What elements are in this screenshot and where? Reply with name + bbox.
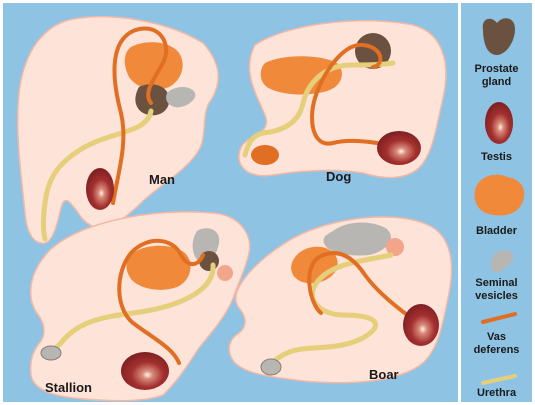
- boar-testis: [403, 304, 439, 346]
- legend-seminal-vesicle-icon: [490, 250, 513, 272]
- legend-prostate-line2: gland: [461, 76, 532, 89]
- legend-prostate-label: Prostate gland: [461, 63, 532, 89]
- boar-diagram: [229, 217, 451, 383]
- dog-testis: [377, 131, 421, 165]
- legend-vas-line1: Vas: [461, 331, 532, 344]
- legend-seminal-line1: Seminal: [461, 277, 532, 290]
- legend-urethra-icon: [483, 376, 515, 383]
- stallion-diagram: [31, 212, 250, 401]
- legend-prostate-line1: Prostate: [461, 63, 532, 76]
- legend-bladder-label: Bladder: [461, 225, 532, 238]
- legend-seminal-line2: vesicles: [461, 290, 532, 303]
- man-testis: [86, 168, 114, 210]
- legend-vas-line2: deferens: [461, 344, 532, 357]
- diagram-panel: Man Dog Stallion Boar: [3, 3, 458, 402]
- legend-testis-icon: [485, 102, 513, 144]
- legend-testis-label: Testis: [461, 151, 532, 164]
- legend-prostate-icon: [483, 18, 515, 55]
- stallion-testis: [121, 352, 169, 390]
- legend-urethra-label: Urethra: [461, 387, 532, 400]
- legend-seminal-label: Seminal vesicles: [461, 277, 532, 303]
- legend-panel: Prostate gland Testis Bladder Seminal ve…: [461, 3, 532, 402]
- stallion-glans: [41, 346, 61, 360]
- legend-vas-label: Vas deferens: [461, 331, 532, 357]
- label-boar: Boar: [369, 367, 399, 382]
- legend-bladder-icon: [475, 175, 525, 216]
- anatomy-diagram: [3, 3, 458, 402]
- boar-glans: [261, 359, 281, 375]
- legend-vas-deferens-icon: [483, 314, 515, 322]
- label-dog: Dog: [326, 169, 351, 184]
- dog-bladder: [261, 56, 342, 94]
- man-diagram: [18, 17, 219, 244]
- dog-penile-bulb: [251, 145, 279, 165]
- label-stallion: Stallion: [45, 380, 92, 395]
- stallion-bulbourethral: [217, 265, 233, 281]
- dog-diagram: [239, 21, 446, 178]
- label-man: Man: [149, 172, 175, 187]
